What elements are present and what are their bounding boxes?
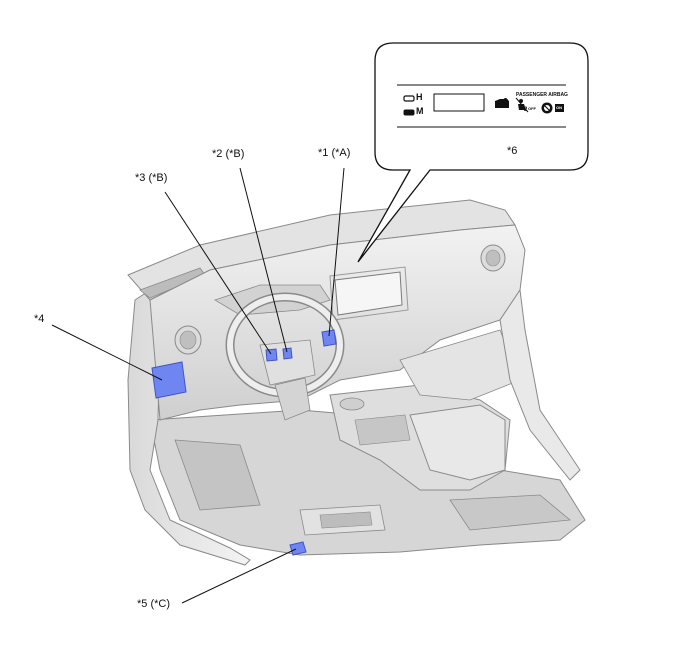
callout-5: *5 (*C): [137, 598, 171, 610]
panel-display-window: [433, 93, 485, 112]
component-4-ecu: [151, 361, 187, 399]
leader-5: [181, 548, 297, 604]
airbag-on-icon: [541, 102, 553, 114]
floor-rib-right: [449, 494, 571, 531]
h-label: H: [416, 92, 423, 102]
steering-column: [274, 377, 311, 421]
security-lock-icon: [495, 98, 509, 108]
glovebox-area: [399, 329, 521, 401]
callout-6: *6: [507, 145, 518, 157]
callout-1: *1 (*A): [318, 147, 351, 159]
right-vent-inner: [485, 249, 501, 267]
console-slot: [354, 414, 411, 446]
right-kick-panel: [499, 288, 581, 481]
leader-1: [328, 167, 345, 337]
console-armrest: [409, 404, 506, 481]
h-indicator-icon: [403, 95, 415, 102]
floor-bracket-inner: [319, 511, 373, 529]
m-indicator-icon: [403, 109, 415, 116]
callout-2: *2 (*B): [212, 148, 245, 160]
leader-2: [239, 167, 288, 353]
detail-bubble: [357, 42, 589, 263]
callout-4: *4: [34, 313, 45, 325]
center-display: [334, 271, 403, 316]
airbag-off-label: OFF: [528, 106, 536, 111]
airbag-label: PASSENGER AIRBAG: [516, 92, 568, 98]
on-badge: [555, 104, 564, 112]
airbag-off-icon: [515, 97, 529, 113]
component-5-sensor: [289, 541, 307, 556]
component-2-sensor: [282, 347, 293, 360]
callout-3: *3 (*B): [135, 172, 168, 184]
leader-3: [164, 191, 272, 355]
m-label: M: [416, 106, 424, 116]
seat-subscript: 2: [524, 107, 528, 113]
floor-rib-left: [174, 439, 261, 511]
leader-4: [51, 324, 163, 381]
shifter-base: [339, 397, 365, 411]
component-3-sensor: [265, 348, 278, 362]
left-vent-inner: [179, 330, 197, 350]
airbag-on-label: ON: [556, 105, 562, 110]
component-1-switch: [321, 329, 337, 347]
